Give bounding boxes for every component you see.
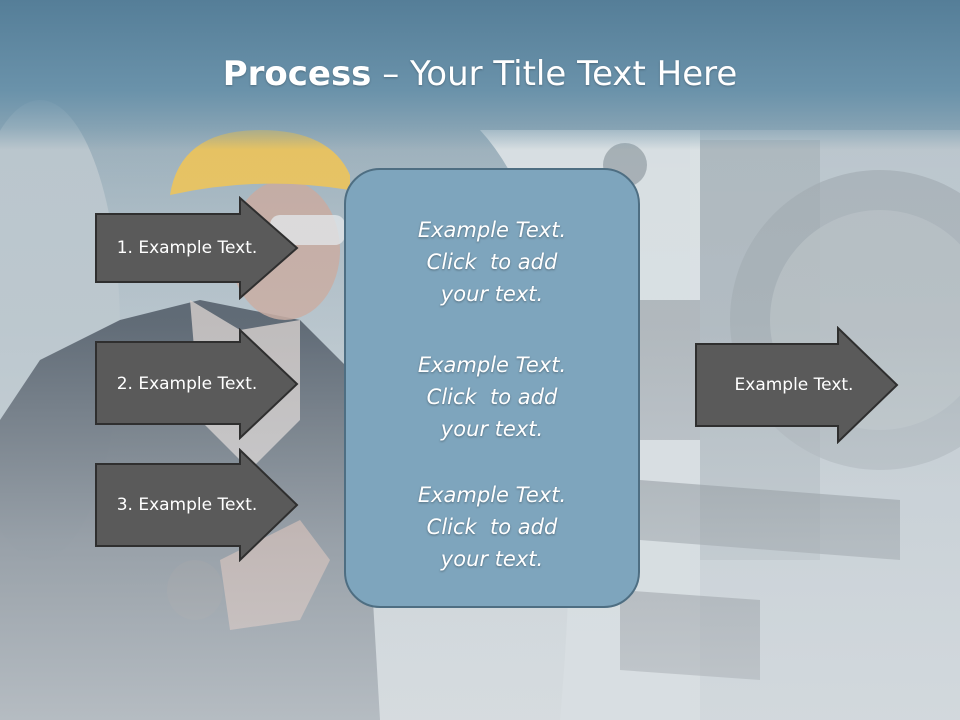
- center-block-3-line-2: Click to add: [426, 515, 558, 539]
- left-arrow-1[interactable]: 1. Example Text.: [94, 196, 300, 300]
- center-text-box[interactable]: Example Text. Click to add your text. Ex…: [344, 168, 640, 608]
- center-block-2: Example Text. Click to add your text.: [346, 349, 638, 445]
- left-arrow-2-label: 2. Example Text.: [116, 374, 258, 394]
- center-block-1-line-3: your text.: [440, 282, 544, 306]
- title-rest: – Your Title Text Here: [371, 54, 738, 94]
- center-block-3: Example Text. Click to add your text.: [346, 479, 638, 575]
- left-arrow-2[interactable]: 2. Example Text.: [94, 328, 300, 440]
- left-arrow-3[interactable]: 3. Example Text.: [94, 448, 300, 562]
- slide-title[interactable]: Process – Your Title Text Here: [0, 52, 960, 96]
- right-arrow[interactable]: Example Text.: [694, 326, 900, 444]
- title-bold: Process: [222, 54, 372, 94]
- center-block-1-line-2: Click to add: [426, 250, 558, 274]
- right-arrow-label: Example Text.: [734, 375, 854, 395]
- left-arrow-1-label: 1. Example Text.: [116, 238, 258, 258]
- center-block-1-line-1: Example Text.: [417, 218, 567, 242]
- center-block-3-line-3: your text.: [440, 547, 544, 571]
- left-arrow-3-label: 3. Example Text.: [116, 495, 258, 515]
- center-block-3-line-1: Example Text.: [417, 483, 567, 507]
- center-block-2-line-3: your text.: [440, 417, 544, 441]
- center-block-2-line-2: Click to add: [426, 385, 558, 409]
- center-block-2-line-1: Example Text.: [417, 353, 567, 377]
- center-block-1: Example Text. Click to add your text.: [346, 214, 638, 310]
- title-band: [0, 0, 960, 150]
